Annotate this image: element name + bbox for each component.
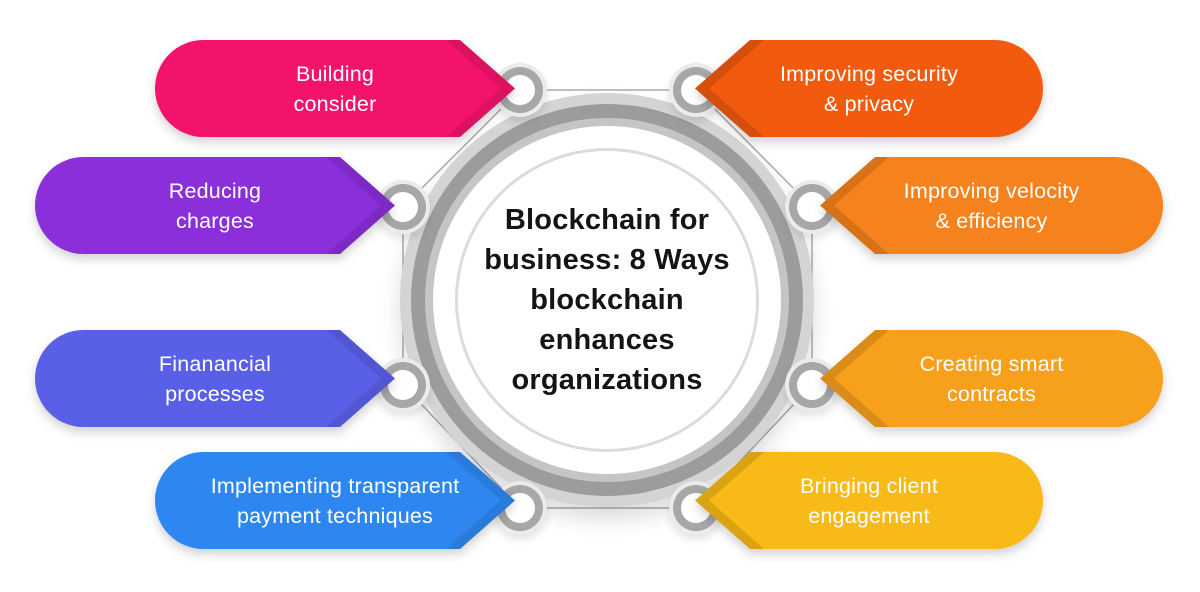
tag-label-line: Implementing transparent <box>210 473 460 498</box>
tag-label-line: Finanancial <box>158 351 272 376</box>
tag-label-line: & privacy <box>823 91 915 116</box>
tag-label-text: Finanancial processes <box>159 349 271 409</box>
tag-reducing-charges: Reducing charges <box>35 157 395 254</box>
tag-label-line: Improving velocity <box>903 178 1080 203</box>
tag-label-line: Creating smart <box>919 351 1064 376</box>
tag-label-line: & efficiency <box>935 208 1048 233</box>
tag-arrow-shape: Finanancial processes <box>35 330 395 427</box>
center-circle: Blockchain for business: 8 Ways blockcha… <box>458 151 756 449</box>
tag-label-line: Improving security <box>779 61 959 86</box>
tag-label-line: Reducing <box>168 178 262 203</box>
tag-improving-security-privacy: Improving security & privacy <box>695 40 1043 137</box>
tag-label-line: processes <box>165 381 265 406</box>
title-line: organizations <box>511 364 703 396</box>
node-right-lower <box>797 370 827 400</box>
tag-label-line: consider <box>293 91 377 116</box>
tag-label-line: contracts <box>946 381 1036 406</box>
tag-label-text: Creating smart contracts <box>920 349 1064 409</box>
tag-label-text: Reducing charges <box>169 176 261 236</box>
tag-arrow-shape: Building consider <box>155 40 515 137</box>
title-line: enhances <box>539 324 675 356</box>
tag-label-line: engagement <box>808 503 930 528</box>
tag-arrow-shape: Reducing charges <box>35 157 395 254</box>
tag-arrow-shape: Implementing transparent payment techniq… <box>155 452 515 549</box>
tag-label-text: Improving security & privacy <box>780 59 958 119</box>
title-line: Blockchain for <box>504 204 710 236</box>
tag-improving-velocity-efficiency: Improving velocity & efficiency <box>820 157 1163 254</box>
tag-label-text: Bringing client engagement <box>800 471 938 531</box>
diagram-title: Blockchain for business: 8 Ways blockcha… <box>458 200 756 400</box>
tag-arrow-shape: Creating smart contracts <box>820 330 1163 427</box>
tag-arrow-shape: Improving security & privacy <box>695 40 1043 137</box>
tag-label-text: Improving velocity & efficiency <box>904 176 1080 236</box>
tag-bringing-client-engagement: Bringing client engagement <box>695 452 1043 549</box>
tag-building-consider: Building consider <box>155 40 515 137</box>
tag-label-text: Implementing transparent payment techniq… <box>211 471 460 531</box>
tag-label-line: Building <box>295 61 375 86</box>
tag-label-line: Bringing client <box>799 473 939 498</box>
tag-arrow-shape: Improving velocity & efficiency <box>820 157 1163 254</box>
tag-implementing-transparent-payment: Implementing transparent payment techniq… <box>155 452 515 549</box>
tag-label-line: charges <box>176 208 254 233</box>
tag-creating-smart-contracts: Creating smart contracts <box>820 330 1163 427</box>
title-line: blockchain <box>530 284 684 316</box>
tag-arrow-shape: Bringing client engagement <box>695 452 1043 549</box>
tag-label-text: Building consider <box>294 59 377 119</box>
node-left-lower <box>388 370 418 400</box>
title-line: business: 8 Ways <box>484 244 730 276</box>
tag-financial-processes: Finanancial processes <box>35 330 395 427</box>
tag-label-line: payment techniques <box>236 503 433 528</box>
